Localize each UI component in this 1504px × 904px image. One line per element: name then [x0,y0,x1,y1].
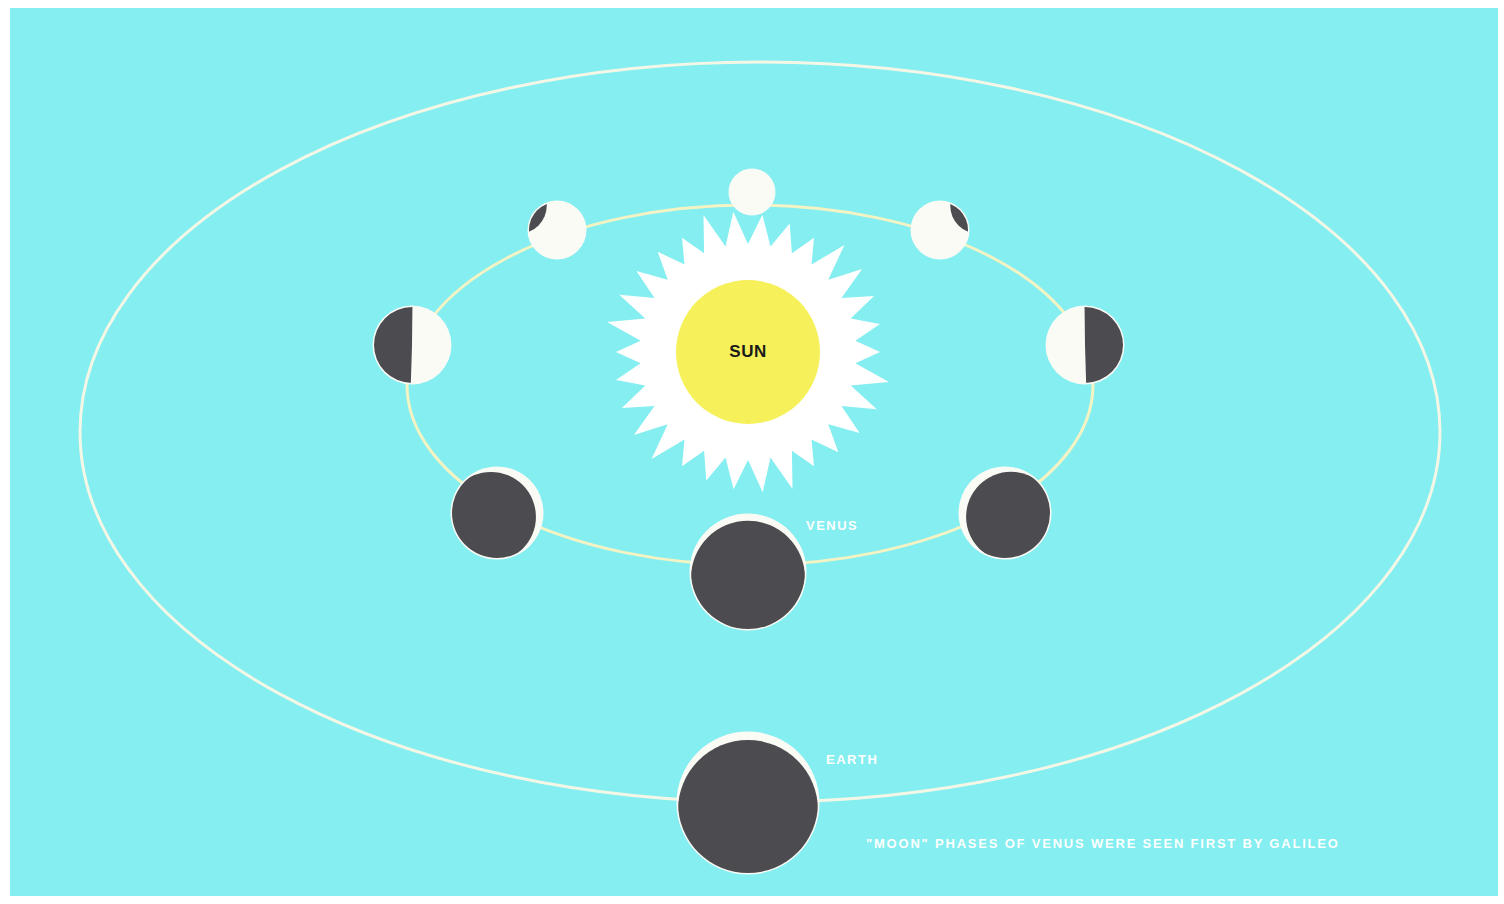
venus-orbit [407,205,1093,565]
planet-shadow [446,472,536,562]
planet-shadow [678,740,818,880]
planet-shadow [0,0,412,904]
sun-rays [607,212,889,492]
planet-shadow [950,178,1006,234]
planet-lit [911,201,970,260]
caption: "MOON" PHASES OF VENUS WERE SEEN FIRST B… [866,836,1340,851]
sun-disc: SUN [676,280,820,424]
planet-shadow [1085,0,1504,904]
planet-shadow [491,178,547,234]
earth-label: EARTH [826,752,878,767]
background [10,8,1498,896]
planet-lit [528,201,587,260]
planet-shadow [691,521,805,635]
planet-shadow [966,472,1056,562]
earth-orbit [80,62,1440,802]
sun-label: SUN [729,342,766,362]
venus-label: VENUS [806,518,858,533]
planet-lit [729,169,776,216]
